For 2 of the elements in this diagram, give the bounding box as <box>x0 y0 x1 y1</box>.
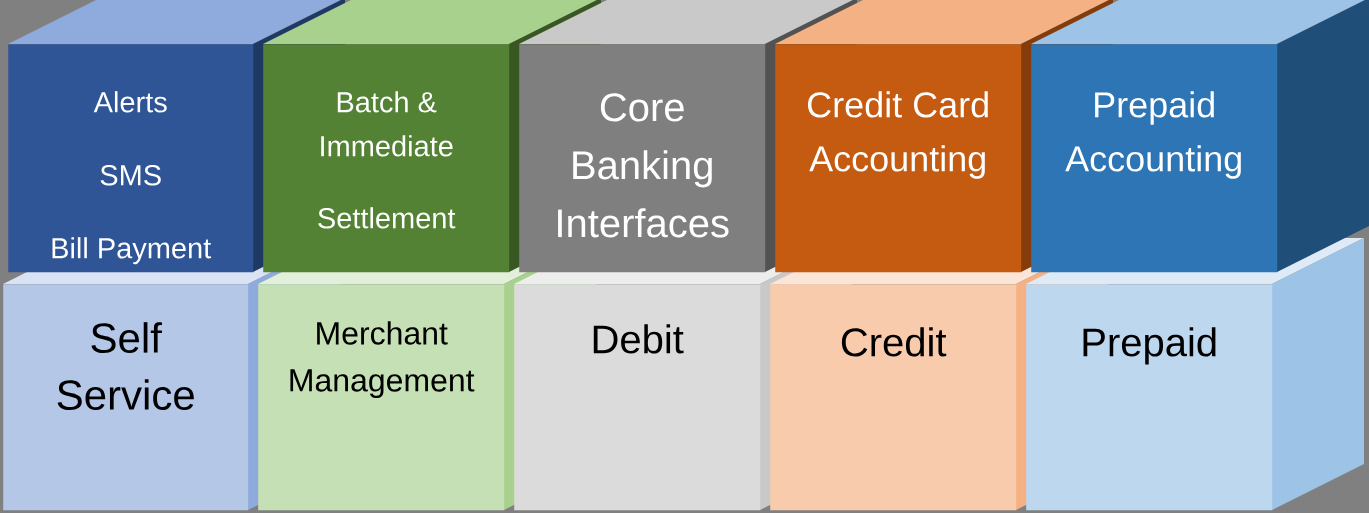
cube: Prepaid <box>1026 238 1364 511</box>
cube: Prepaid Accounting <box>1031 0 1369 273</box>
